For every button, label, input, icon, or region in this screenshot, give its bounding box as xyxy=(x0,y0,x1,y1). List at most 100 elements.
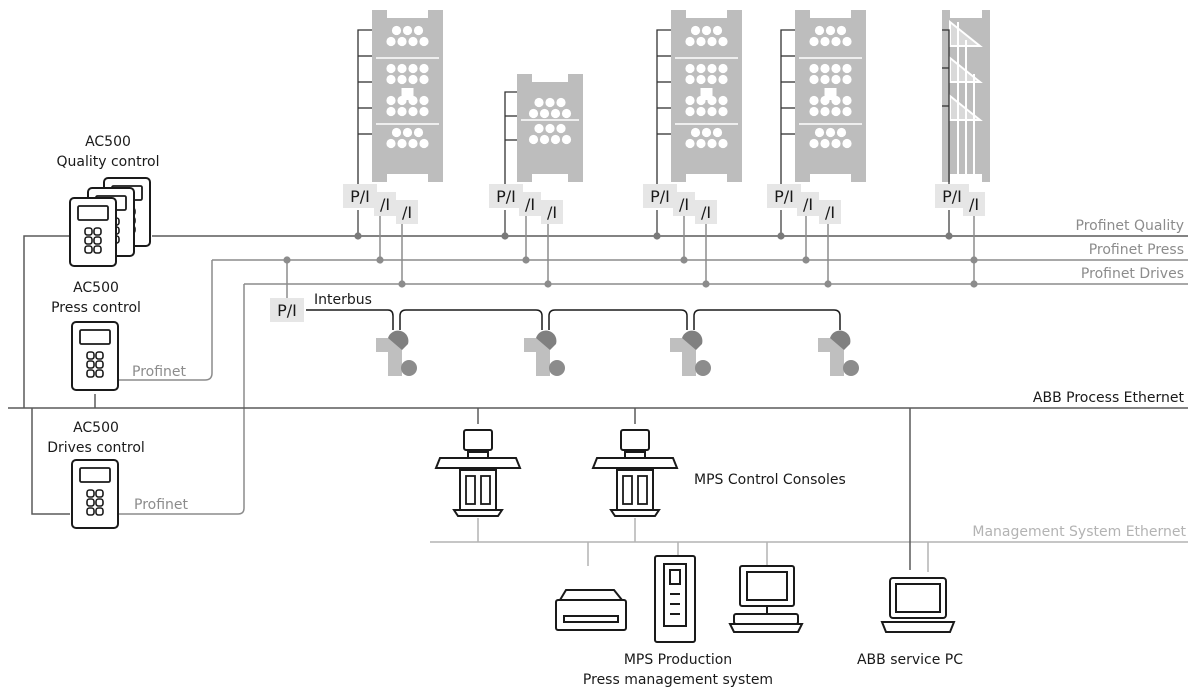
abb-process-ethernet-bus xyxy=(8,394,1188,515)
controller-press xyxy=(71,321,119,391)
press-dot xyxy=(391,127,402,138)
press-dot xyxy=(556,123,566,134)
ac500-key xyxy=(86,489,95,498)
i-module-label: /I xyxy=(402,203,412,222)
press-dot xyxy=(561,134,572,145)
process-ethernet-drops xyxy=(477,408,911,570)
dot-cluster xyxy=(386,25,429,47)
press-dot xyxy=(685,36,695,47)
i-module-label: /I xyxy=(679,195,689,214)
press-dot xyxy=(545,123,555,134)
pi-module xyxy=(343,184,377,208)
press-dot xyxy=(397,106,407,117)
press-dot xyxy=(386,95,396,106)
press-stations xyxy=(372,10,990,182)
dot-cluster xyxy=(809,95,852,117)
ac500-key xyxy=(95,507,104,516)
press-dot xyxy=(831,95,841,106)
console-foot xyxy=(609,509,661,517)
press-dot xyxy=(556,97,566,108)
ac500-key xyxy=(86,351,95,360)
drive-valve-icon xyxy=(376,330,417,376)
control-consoles xyxy=(434,429,679,517)
press-dot xyxy=(809,36,819,47)
ac500-key xyxy=(95,360,104,369)
labels: AC500 Quality control AC500 Press contro… xyxy=(47,134,1186,688)
press-dot xyxy=(685,63,695,74)
console-door-left xyxy=(622,475,633,505)
dot-cluster xyxy=(528,97,572,119)
press-dot xyxy=(820,36,830,47)
press-dot xyxy=(696,74,706,85)
i-module-label: /I xyxy=(547,203,557,222)
press-dot xyxy=(419,36,429,47)
i-module xyxy=(673,192,695,216)
press-dot xyxy=(391,25,402,36)
transfer-elements xyxy=(949,19,983,174)
press-dot xyxy=(712,25,723,36)
press-dot xyxy=(534,97,544,108)
management-ethernet-bus xyxy=(430,518,1188,572)
profinet-press-link-label: Profinet xyxy=(132,364,187,380)
press-dot xyxy=(809,138,819,149)
dot-cluster xyxy=(809,127,852,149)
press-dot xyxy=(718,138,728,149)
drives-junction xyxy=(824,280,832,288)
dot-cluster xyxy=(386,95,429,117)
press-dot xyxy=(413,127,424,138)
press-dot xyxy=(809,74,819,85)
i-module xyxy=(374,192,396,216)
press-dot xyxy=(820,63,830,74)
press-dot xyxy=(408,74,418,85)
production-label-line1: MPS Production xyxy=(624,652,732,668)
profinet-quality-label: Profinet Quality xyxy=(1076,218,1184,234)
press-dot xyxy=(831,138,841,149)
control-console-icon xyxy=(434,429,522,517)
press-dot xyxy=(419,95,429,106)
valve-cap xyxy=(682,330,703,350)
press-dot xyxy=(707,106,717,117)
press-dot xyxy=(718,95,728,106)
press-dot xyxy=(528,108,539,119)
press-dot-groups xyxy=(376,25,862,149)
dot-cluster xyxy=(685,63,728,85)
press-dot xyxy=(707,63,717,74)
console-door-left xyxy=(465,475,476,505)
press-dot xyxy=(831,106,841,117)
press-dot xyxy=(836,127,847,138)
press-dot xyxy=(842,106,852,117)
press-dot xyxy=(814,25,825,36)
console-desk xyxy=(434,457,522,469)
profinet-drives-link-label: Profinet xyxy=(134,497,189,513)
ac500-icon xyxy=(69,197,117,267)
press-dot xyxy=(550,108,561,119)
pi-module xyxy=(489,184,523,208)
pi-module xyxy=(643,184,677,208)
press-dot xyxy=(696,95,706,106)
ac500-key xyxy=(84,236,93,245)
ac500-key xyxy=(95,351,104,360)
press-dot xyxy=(831,74,841,85)
press-dot xyxy=(685,138,695,149)
press-dot xyxy=(539,108,550,119)
press-dot xyxy=(707,74,717,85)
i-module xyxy=(519,192,541,216)
press-dot xyxy=(386,74,396,85)
quality-controller-title: AC500 xyxy=(85,134,131,150)
press-dot xyxy=(408,106,418,117)
drive-valve-icon xyxy=(524,330,565,376)
service-pc-label: ABB service PC xyxy=(857,652,963,668)
press-dot xyxy=(814,127,825,138)
pi-module xyxy=(767,184,801,208)
process-ethernet-label: ABB Process Ethernet xyxy=(1033,390,1185,406)
valve-ball xyxy=(549,360,565,376)
i-module xyxy=(819,200,841,224)
profinet-press-bus xyxy=(118,259,1188,381)
i-module xyxy=(541,200,563,224)
ac500-key xyxy=(84,227,93,236)
press-dot xyxy=(809,106,819,117)
press-dot xyxy=(386,63,396,74)
i-module-label: /I xyxy=(803,195,813,214)
press-dot xyxy=(707,95,717,106)
